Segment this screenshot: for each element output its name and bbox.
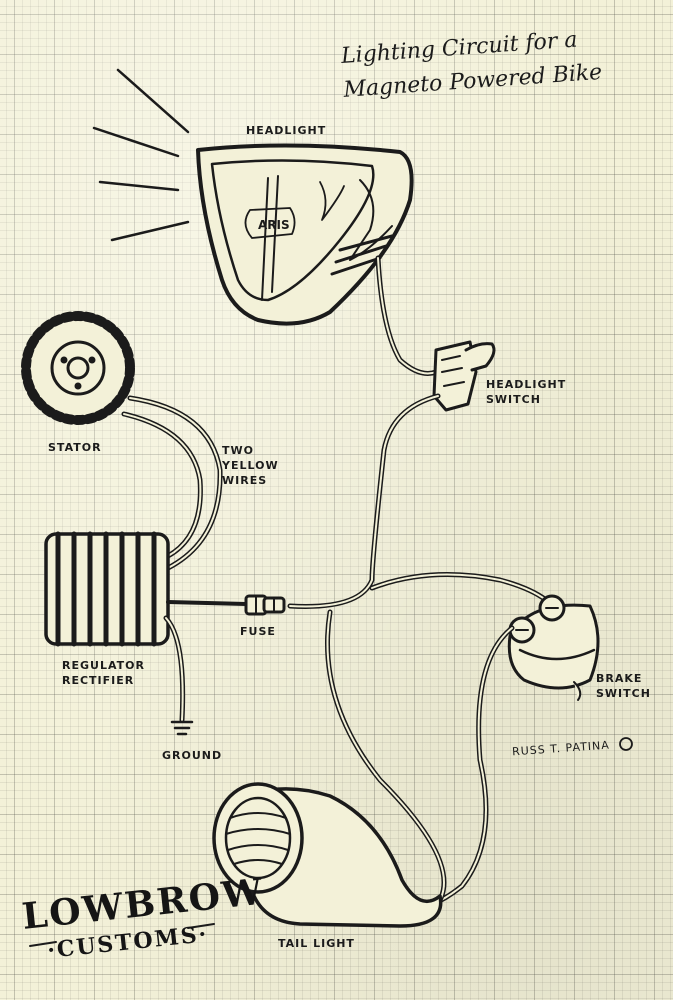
- label-brake-switch: BRAKE SWITCH: [596, 672, 651, 700]
- headlight-body: [196, 143, 414, 326]
- signature-mark: [619, 737, 633, 751]
- stator-body: [21, 311, 135, 425]
- label-two-yellow-wires: TWO YELLOW WIRES: [222, 444, 279, 487]
- wire-headlight-switch: [375, 255, 439, 376]
- headlight-brand-text: ARIS: [258, 218, 290, 232]
- light-rays: [92, 68, 190, 242]
- label-ground: GROUND: [162, 749, 223, 762]
- label-tail-light: TAIL LIGHT: [278, 937, 355, 950]
- label-headlight: HEADLIGHT: [246, 124, 327, 137]
- regulator-body: [44, 531, 170, 647]
- tail-light-body: [212, 782, 443, 928]
- fuse-body: [244, 594, 286, 616]
- ground-symbol: [170, 720, 194, 736]
- logo-underline: [29, 923, 215, 947]
- label-regulator-rectifier: REGULATOR RECTIFIER: [62, 659, 145, 687]
- label-fuse: FUSE: [240, 625, 276, 638]
- label-headlight-switch: HEADLIGHT SWITCH: [486, 378, 567, 406]
- label-stator: STATOR: [48, 441, 102, 454]
- lowbrow-customs-logo: LOWBROW ·CUSTOMS·: [20, 871, 266, 980]
- headlight-switch-body: [432, 340, 496, 412]
- brake-switch-body: [507, 594, 600, 701]
- wire-brake-tail: [397, 625, 515, 913]
- wire-reg-fuse: [166, 600, 248, 606]
